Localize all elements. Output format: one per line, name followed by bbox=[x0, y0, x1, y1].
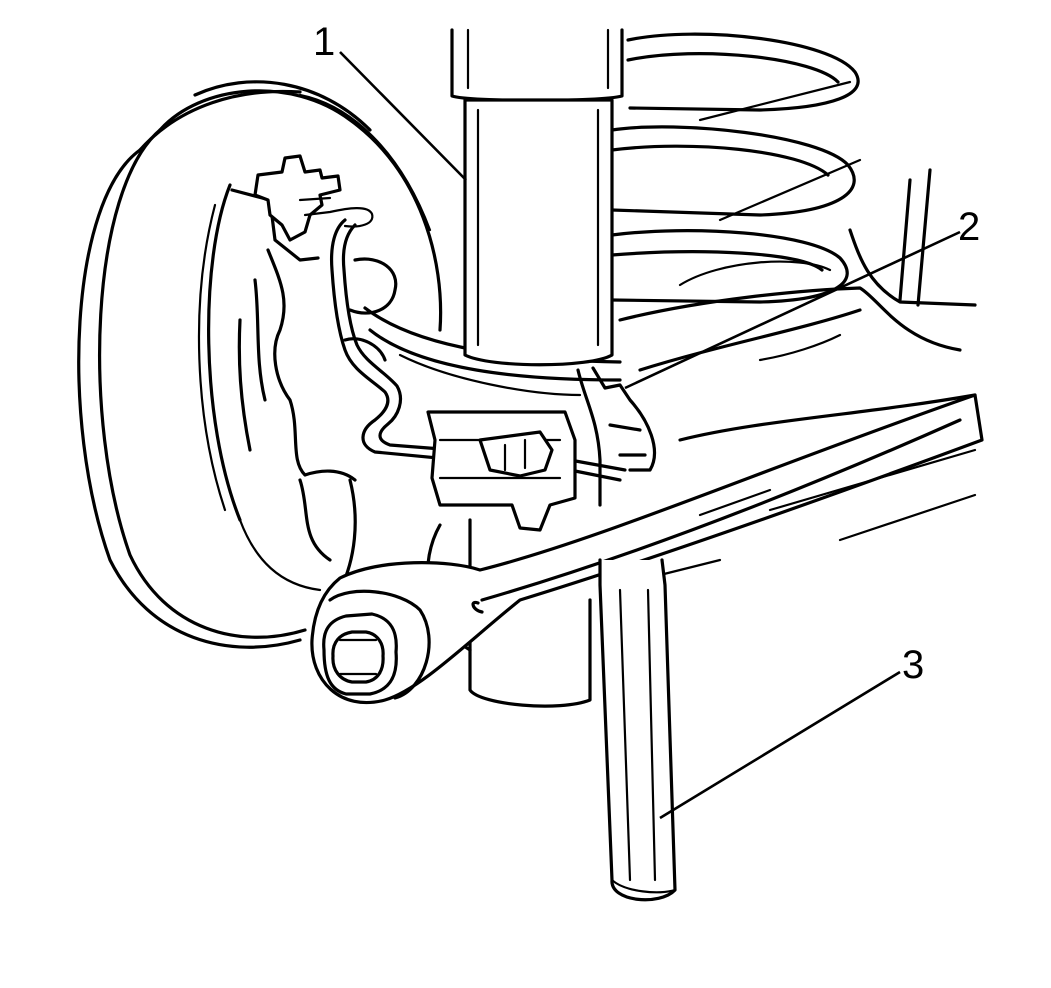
wheel-cylinder-fitting bbox=[253, 154, 374, 242]
callout-1-label: 1 bbox=[313, 20, 335, 64]
brake-drum bbox=[77, 80, 443, 649]
shock-absorber bbox=[450, 28, 624, 367]
axle-body bbox=[618, 168, 977, 442]
callout-3: 3 bbox=[659, 643, 924, 820]
arm-bushing-bolt bbox=[322, 589, 431, 700]
callout-1-leader bbox=[339, 51, 467, 181]
lower-control-arm bbox=[310, 393, 984, 705]
callout-3-leader bbox=[659, 670, 901, 820]
stabilizer-link bbox=[598, 558, 677, 902]
callout-1: 1 bbox=[313, 20, 467, 181]
callout-2-leader bbox=[624, 230, 961, 390]
callout-2: 2 bbox=[624, 205, 980, 390]
hose-bracket bbox=[426, 410, 577, 532]
brake-backing-plate bbox=[230, 188, 398, 592]
brake-line bbox=[329, 218, 627, 482]
coil-spring bbox=[610, 32, 862, 304]
callout-3-label: 3 bbox=[902, 643, 924, 687]
callout-2-label: 2 bbox=[958, 205, 980, 249]
